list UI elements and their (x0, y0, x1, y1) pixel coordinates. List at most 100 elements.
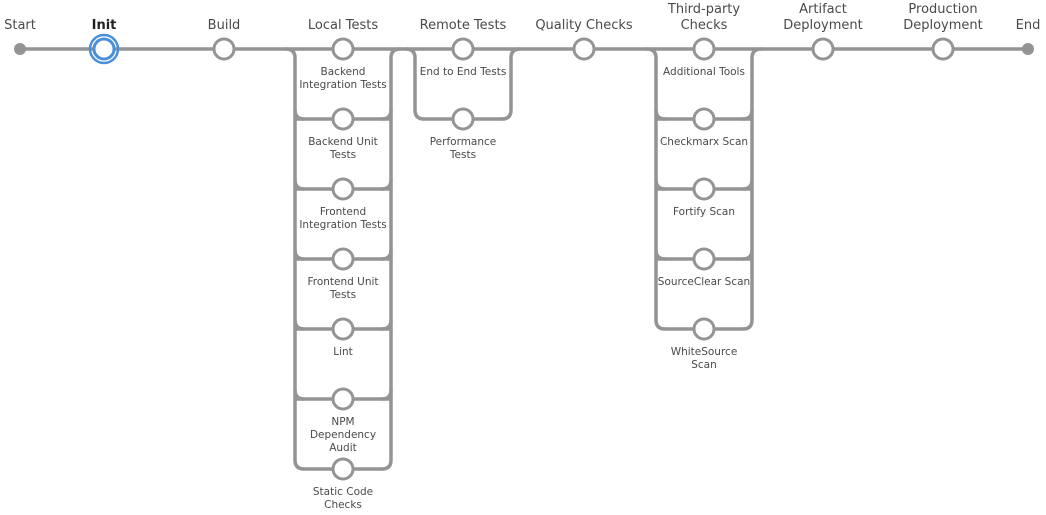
branch-label-fortify-scan: Fortify Scan (673, 206, 735, 218)
branch-label-npm-dependency-audit-line: Audit (329, 442, 357, 454)
branch-label-lint-line: Lint (333, 346, 353, 358)
stage-node-artifact-deployment[interactable] (811, 37, 835, 61)
branch-label-npm-dependency-audit-line: NPM (331, 416, 354, 428)
stage-label-production-deployment-line: Deployment (903, 18, 983, 33)
stage-node-production-deployment[interactable] (931, 37, 955, 61)
local-tests-branch-elbow (293, 248, 306, 261)
third-party-checks-branch-elbow (654, 178, 667, 191)
branch-node-additional-tools[interactable] (692, 37, 716, 61)
branch-node-whitesource-scan[interactable] (692, 317, 716, 341)
branch-node-lint[interactable] (331, 317, 355, 341)
local-tests-branch-elbow (380, 318, 393, 331)
branch-label-whitesource-scan-line: WhiteSource (671, 346, 738, 358)
stage-node-build[interactable] (212, 37, 236, 61)
branch-label-npm-dependency-audit-line: Dependency (310, 429, 376, 441)
branch-label-static-code-checks-line: Checks (324, 499, 362, 511)
branch-label-additional-tools: Additional Tools (663, 66, 745, 78)
branch-label-frontend-unit-tests-line: Frontend Unit (307, 276, 378, 288)
branch-label-fortify-scan-line: Fortify Scan (673, 206, 735, 218)
local-tests-branch-elbow (293, 108, 306, 121)
stage-label-quality-checks: Quality Checks (535, 18, 633, 33)
stage-label-start-line: Start (4, 18, 36, 33)
branch-node-frontend-integration-tests[interactable] (331, 177, 355, 201)
branch-node-npm-dependency-audit[interactable] (331, 387, 355, 411)
stage-label-init-line: Init (92, 18, 117, 33)
stage-node-quality-checks[interactable] (572, 37, 596, 61)
branch-node-sourceclear-scan[interactable] (692, 247, 716, 271)
stage-label-local-tests-line: Local Tests (308, 18, 378, 33)
branch-label-sourceclear-scan: SourceClear Scan (658, 276, 750, 288)
stage-label-artifact-deployment-line: Deployment (783, 18, 863, 33)
stage-label-build: Build (208, 18, 241, 33)
branch-label-checkmarx-scan-line: Checkmarx Scan (660, 136, 748, 148)
branch-node-frontend-unit-tests[interactable] (331, 247, 355, 271)
start-terminal (14, 43, 26, 55)
third-party-checks-branch-elbow (741, 178, 754, 191)
third-party-checks-branch-elbow (741, 248, 754, 261)
remote-tests-branch-rail-left (404, 47, 426, 121)
stage-label-remote-tests: Remote Tests (420, 18, 507, 33)
stage-label-local-tests: Local Tests (308, 18, 378, 33)
nodes (14, 33, 1034, 481)
third-party-checks-branch-elbow (741, 108, 754, 121)
stage-label-production-deployment-line: Production (908, 2, 977, 17)
branch-label-frontend-unit-tests-line: Tests (329, 289, 356, 301)
branch-label-whitesource-scan-line: Scan (691, 359, 717, 371)
branch-label-backend-unit-tests-line: Backend Unit (308, 136, 378, 148)
end-terminal (1022, 43, 1034, 55)
branch-node-performance-tests[interactable] (451, 107, 475, 131)
stage-label-build-line: Build (208, 18, 241, 33)
local-tests-branch-elbow (293, 178, 306, 191)
branch-label-checkmarx-scan: Checkmarx Scan (660, 136, 748, 148)
third-party-checks-branch-elbow (654, 108, 667, 121)
local-tests-branch-elbow (380, 178, 393, 191)
branch-label-sourceclear-scan-line: SourceClear Scan (658, 276, 750, 288)
stage-label-start: Start (4, 18, 36, 33)
remote-tests-branch-rail-right (500, 47, 522, 121)
local-tests-branch-elbow (380, 388, 393, 401)
local-tests-branch-elbow (293, 388, 306, 401)
connectors (18, 47, 1030, 471)
branch-node-backend-integration-tests[interactable] (331, 37, 355, 61)
stage-node-init[interactable] (92, 37, 116, 61)
branch-label-frontend-integration-tests-line: Frontend (320, 206, 366, 218)
branch-label-backend-unit-tests-line: Tests (329, 149, 356, 161)
branch-node-end-to-end-tests[interactable] (451, 37, 475, 61)
stage-label-quality-checks-line: Quality Checks (535, 18, 633, 33)
branch-label-frontend-integration-tests-line: Integration Tests (299, 219, 386, 231)
branch-label-performance-tests-line: Tests (449, 149, 476, 161)
branch-label-static-code-checks-line: Static Code (313, 486, 373, 498)
branch-label-backend-integration-tests-line: Backend (321, 66, 366, 78)
active-stage-ring (88, 33, 120, 65)
branch-label-additional-tools-line: Additional Tools (663, 66, 745, 78)
branch-label-end-to-end-tests: End to End Tests (420, 66, 507, 78)
branch-node-checkmarx-scan[interactable] (692, 107, 716, 131)
branch-label-backend-integration-tests-line: Integration Tests (299, 79, 386, 91)
branch-node-static-code-checks[interactable] (331, 457, 355, 481)
local-tests-branch-elbow (293, 318, 306, 331)
branch-label-end-to-end-tests-line: End to End Tests (420, 66, 507, 78)
stage-label-artifact-deployment-line: Artifact (799, 2, 847, 17)
branch-label-performance-tests-line: Performance (430, 136, 497, 148)
branch-node-fortify-scan[interactable] (692, 177, 716, 201)
stage-label-remote-tests-line: Remote Tests (420, 18, 507, 33)
local-tests-branch-elbow (380, 108, 393, 121)
local-tests-branch-elbow (380, 248, 393, 261)
branch-node-backend-unit-tests[interactable] (331, 107, 355, 131)
stage-label-third-party-checks-line: Third-party (667, 2, 741, 17)
stage-label-end-line: End (1016, 18, 1041, 33)
